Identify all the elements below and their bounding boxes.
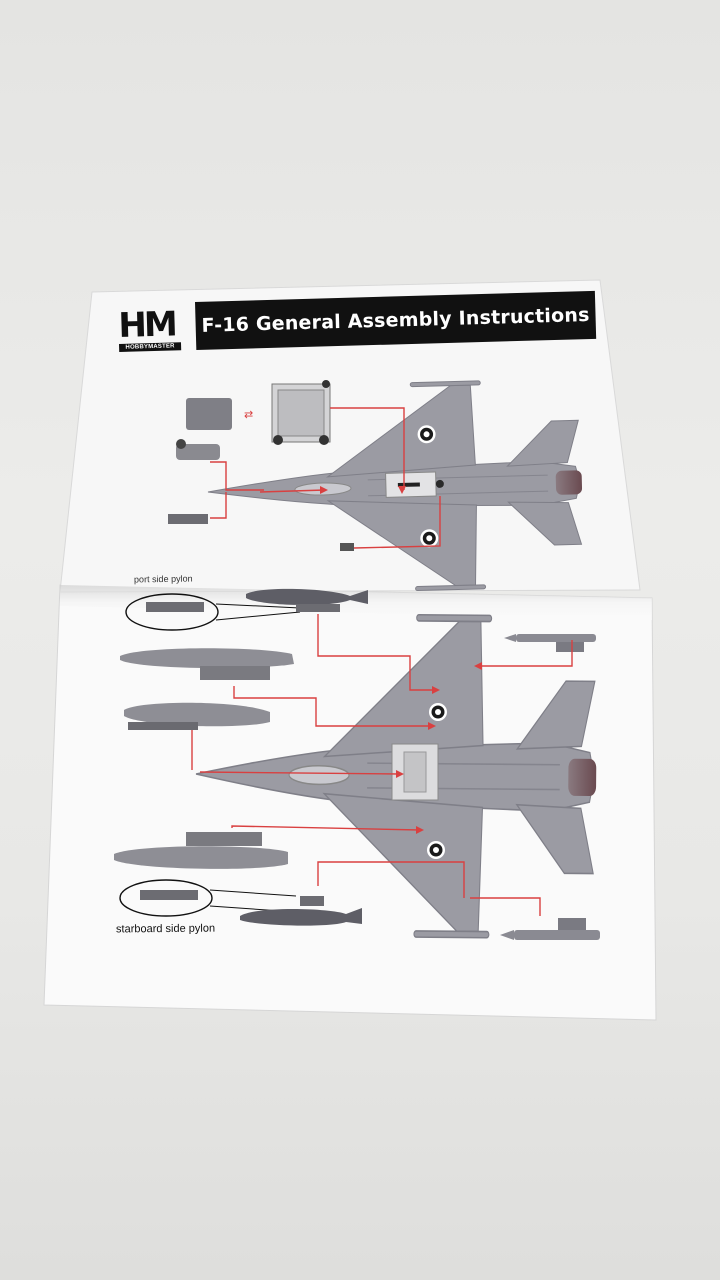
- port-pylon-label: port side pylon: [133, 573, 193, 585]
- svg-text:⇄: ⇄: [244, 408, 253, 421]
- hobbymaster-logo: HM HOBBYMASTER: [117, 304, 189, 356]
- starboard-pylon-label: starboard side pylon: [115, 922, 216, 936]
- logo-mark: HM: [117, 304, 176, 346]
- logo-subtext: HOBBYMASTER: [119, 342, 182, 352]
